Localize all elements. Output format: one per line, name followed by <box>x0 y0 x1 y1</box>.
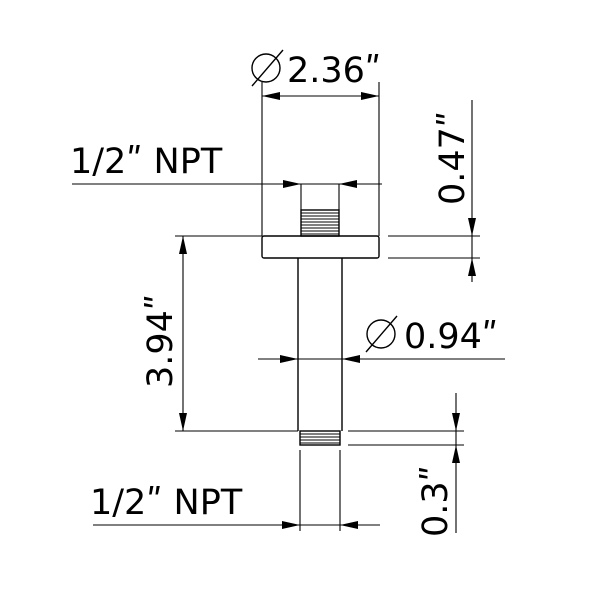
top-thread-label: 1/2ʺ NPT <box>70 142 223 182</box>
diameter-icon <box>365 315 398 353</box>
bottom-thread-length-label: 0.3ʺ <box>416 465 456 537</box>
dim-flange-height: 0.47ʺ <box>388 100 480 282</box>
bottom-thread-label: 1/2ʺ NPT <box>90 483 243 523</box>
diameter-icon <box>251 49 284 87</box>
top-thread <box>300 209 340 237</box>
dim-top-thread: 1/2ʺ NPT <box>70 142 382 210</box>
flange <box>261 235 380 259</box>
dim-pipe-diameter: 0.94ʺ <box>258 315 505 363</box>
bottom-thread <box>299 430 341 446</box>
dim-arm-length: 3.94ʺ <box>141 235 298 432</box>
bottom-thread-hatch <box>300 433 340 444</box>
pipe-diameter-label: 0.94ʺ <box>404 317 498 357</box>
dim-flange-diameter: 2.36ʺ <box>251 49 381 236</box>
flange-diameter-label: 2.36ʺ <box>287 51 381 91</box>
dim-bottom-thread-length: 0.3ʺ <box>348 393 464 537</box>
flange-height-label: 0.47ʺ <box>433 111 473 205</box>
dim-bottom-thread: 1/2ʺ NPT <box>90 450 380 531</box>
shower-arm-part <box>261 209 380 446</box>
arm-length-label: 3.94ʺ <box>141 294 181 388</box>
top-thread-hatch <box>301 212 339 235</box>
